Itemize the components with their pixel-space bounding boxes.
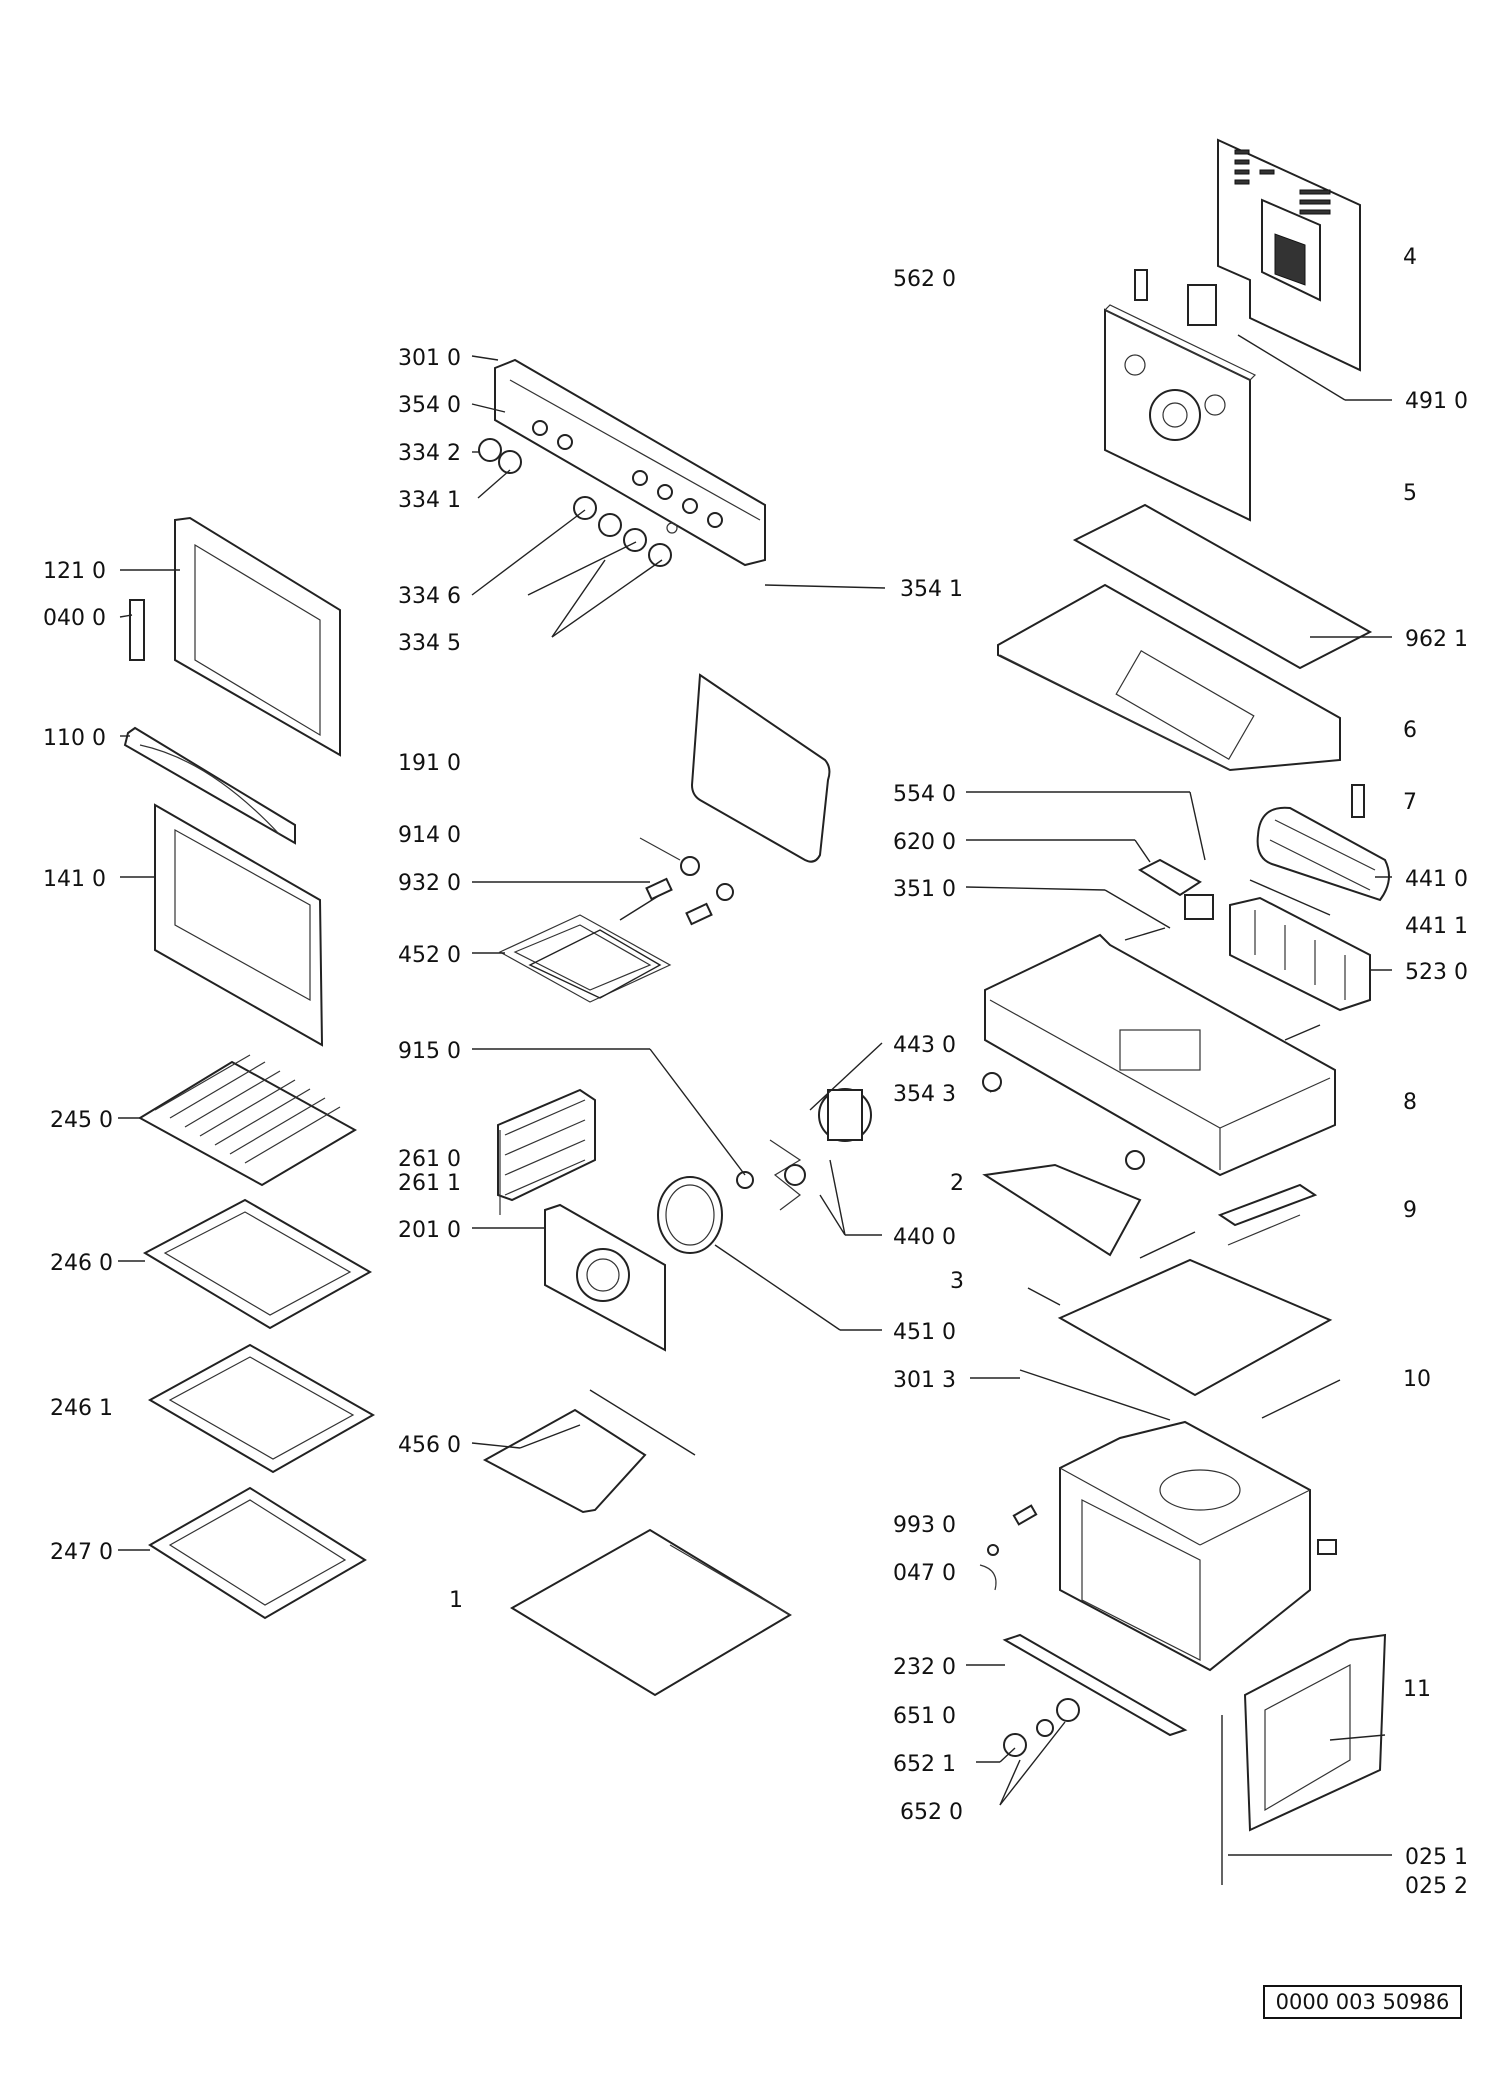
label-451-0: 451 0 — [893, 1320, 956, 1345]
label-141-0: 141 0 — [43, 867, 106, 892]
label-354-1: 354 1 — [900, 577, 963, 602]
knob-parts — [478, 438, 678, 567]
label-item-5: 5 — [1403, 481, 1417, 506]
outer-door-part — [129, 516, 341, 757]
control-panel-part — [494, 358, 766, 567]
label-261-1: 261 1 — [398, 1171, 461, 1196]
front-frame-part — [1221, 1633, 1387, 1885]
control-box-frame-part — [982, 933, 1336, 1177]
label-993-0: 993 0 — [893, 1513, 956, 1538]
label-962-1: 962 1 — [1405, 627, 1468, 652]
label-915-0: 915 0 — [398, 1039, 461, 1064]
label-item-1: 1 — [449, 1588, 463, 1613]
label-334-2: 334 2 — [398, 441, 461, 466]
label-620-0: 620 0 — [893, 830, 956, 855]
bottom-rail-part — [1002, 1633, 1188, 1737]
label-523-0: 523 0 — [1405, 960, 1468, 985]
rear-wall-part — [1103, 269, 1257, 522]
top-cover-part — [997, 503, 1373, 772]
label-351-0: 351 0 — [893, 877, 956, 902]
rear-panel-part — [1217, 138, 1361, 372]
label-932-0: 932 0 — [398, 871, 461, 896]
part-number-labels: 562 0 301 0 354 0 334 2 334 1 121 0 040 … — [43, 245, 1468, 1899]
label-652-0: 652 0 — [900, 1800, 963, 1825]
label-247-0: 247 0 — [50, 1540, 113, 1565]
label-item-11: 11 — [1403, 1677, 1431, 1702]
label-item-6: 6 — [1403, 718, 1417, 743]
label-491-0: 491 0 — [1405, 389, 1468, 414]
glass-panel-part — [690, 673, 831, 863]
label-025-1: 025 1 — [1405, 1845, 1468, 1870]
bracket-part — [982, 1163, 1318, 1257]
label-item-3: 3 — [950, 1269, 964, 1294]
label-334-5: 334 5 — [398, 631, 461, 656]
fan-cover-part — [544, 1203, 666, 1352]
label-item-9: 9 — [1403, 1198, 1417, 1223]
label-443-0: 443 0 — [893, 1033, 956, 1058]
label-440-0: 440 0 — [893, 1225, 956, 1250]
oven-cavity-part — [1059, 1420, 1337, 1672]
door-trim-part — [123, 726, 296, 845]
label-item-10: 10 — [1403, 1367, 1431, 1392]
label-245-0: 245 0 — [50, 1108, 113, 1133]
label-110-0: 110 0 — [43, 726, 106, 751]
label-item-8: 8 — [1403, 1090, 1417, 1115]
label-354-0: 354 0 — [398, 393, 461, 418]
tangential-fan-part — [1256, 784, 1390, 902]
label-item-7: 7 — [1403, 790, 1417, 815]
document-number: 0000 003 50986 — [1263, 1985, 1462, 2019]
label-191-0: 191 0 — [398, 751, 461, 776]
label-562-0: 562 0 — [893, 267, 956, 292]
label-item-4: 4 — [1403, 245, 1417, 270]
label-554-0: 554 0 — [893, 782, 956, 807]
label-246-1: 246 1 — [50, 1396, 113, 1421]
label-652-1: 652 1 — [893, 1752, 956, 1777]
lower-small-parts — [979, 1504, 1080, 1757]
label-914-0: 914 0 — [398, 823, 461, 848]
label-040-0: 040 0 — [43, 606, 106, 631]
oven-top-panel-part — [1019, 1231, 1333, 1421]
label-121-0: 121 0 — [43, 559, 106, 584]
label-item-2: 2 — [950, 1171, 964, 1196]
label-651-0: 651 0 — [893, 1704, 956, 1729]
grill-element-part — [498, 894, 672, 1003]
label-201-0: 201 0 — [398, 1218, 461, 1243]
base-plate-part — [510, 1528, 792, 1697]
side-rack-part — [497, 1088, 596, 1215]
leader-lines — [118, 334, 1392, 1856]
label-456-0: 456 0 — [398, 1433, 461, 1458]
inner-door-glass-part — [154, 803, 324, 1047]
rod-part — [1261, 1379, 1341, 1419]
label-025-2: 025 2 — [1405, 1874, 1468, 1899]
label-246-0: 246 0 — [50, 1251, 113, 1276]
switch-block-part — [1229, 879, 1371, 1012]
label-232-0: 232 0 — [893, 1655, 956, 1680]
label-261-0: 261 0 — [398, 1147, 461, 1172]
label-452-0: 452 0 — [398, 943, 461, 968]
thermostat-part — [1124, 858, 1214, 941]
circular-element-part — [657, 1176, 723, 1254]
label-334-6: 334 6 — [398, 584, 461, 609]
label-441-0: 441 0 — [1405, 867, 1468, 892]
wire-rack-part — [138, 1054, 358, 1187]
label-334-1: 334 1 — [398, 488, 461, 513]
label-301-3: 301 3 — [893, 1368, 956, 1393]
fan-motor-part — [736, 1088, 872, 1211]
label-441-1: 441 1 — [1405, 914, 1468, 939]
bottom-plate-part — [482, 1389, 696, 1514]
label-354-3: 354 3 — [893, 1082, 956, 1107]
label-301-0: 301 0 — [398, 346, 461, 371]
lamp-parts — [639, 837, 734, 926]
tray-parts — [142, 1198, 376, 1620]
label-047-0: 047 0 — [893, 1561, 956, 1586]
